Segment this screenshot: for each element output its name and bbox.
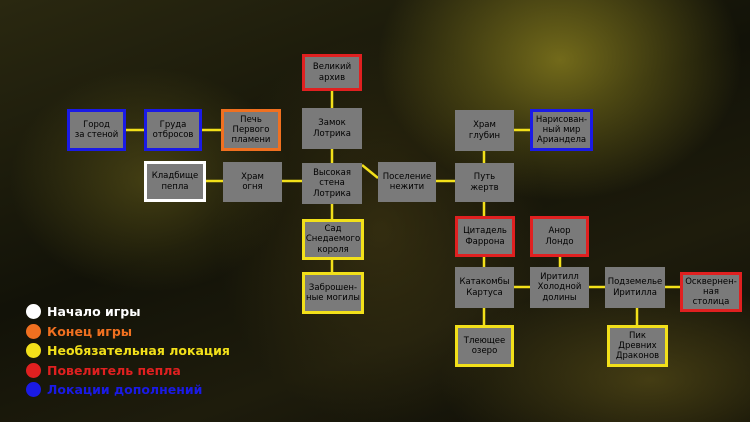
node-great-archives: Великий архив	[302, 54, 362, 91]
white-dot-icon	[26, 304, 41, 320]
blue-dot-icon	[26, 382, 41, 398]
node-cathedral-deep: Храм глубин	[455, 110, 514, 151]
legend-label: Начало игры	[47, 304, 141, 320]
legend-item-start: Начало игры	[26, 302, 230, 322]
legend: Начало игры Конец игры Необязательная ло…	[26, 302, 230, 400]
node-city-wall: Город за стеной	[67, 109, 126, 151]
node-undead-settlement: Поселение нежити	[378, 162, 436, 202]
node-firelink: Храм огня	[223, 162, 282, 202]
node-high-wall: Высокая стена Лотрика	[302, 163, 362, 204]
node-farron-keep: Цитадель Фаррона	[455, 216, 515, 257]
node-untended-graves: Заброшен- ные могилы	[302, 272, 364, 314]
node-smouldering-lake: Тлеющее озеро	[455, 325, 514, 367]
legend-item-optional: Необязательная локация	[26, 341, 230, 361]
legend-label: Повелитель пепла	[47, 362, 181, 378]
node-archdragon-peak: Пик Древних Драконов	[607, 325, 668, 367]
legend-item-dlc: Локации дополнений	[26, 380, 230, 400]
node-irithyll: Иритилл Холодной долины	[530, 267, 589, 308]
connector-highwall-settlement	[361, 164, 379, 179]
legend-item-end: Конец игры	[26, 322, 230, 342]
node-road-sacrifices: Путь жертв	[455, 163, 514, 202]
node-anor-londo: Анор Лондо	[530, 216, 589, 257]
node-kiln: Печь Первого пламени	[221, 109, 281, 151]
node-profaned-capital: Осквернен- ная столица	[680, 272, 742, 312]
yellow-dot-icon	[26, 343, 41, 359]
node-painted-world: Нарисован- ный мир Ариандела	[530, 109, 593, 151]
legend-label: Необязательная локация	[47, 343, 230, 359]
red-dot-icon	[26, 362, 41, 378]
node-refuse-pile: Груда отбросов	[144, 109, 202, 151]
node-cemetery-ash: Кладбище пепла	[144, 161, 206, 202]
legend-label: Конец игры	[47, 323, 133, 339]
node-consumed-garden: Сад Снедаемого короля	[302, 219, 364, 260]
node-lothric-castle: Замок Лотрика	[302, 108, 362, 149]
orange-dot-icon	[26, 323, 41, 339]
legend-item-lord: Повелитель пепла	[26, 361, 230, 381]
node-dungeon: Подземелье Иритилла	[605, 267, 665, 308]
legend-label: Локации дополнений	[47, 382, 203, 398]
node-catacombs: Катакомбы Картуса	[455, 267, 514, 308]
